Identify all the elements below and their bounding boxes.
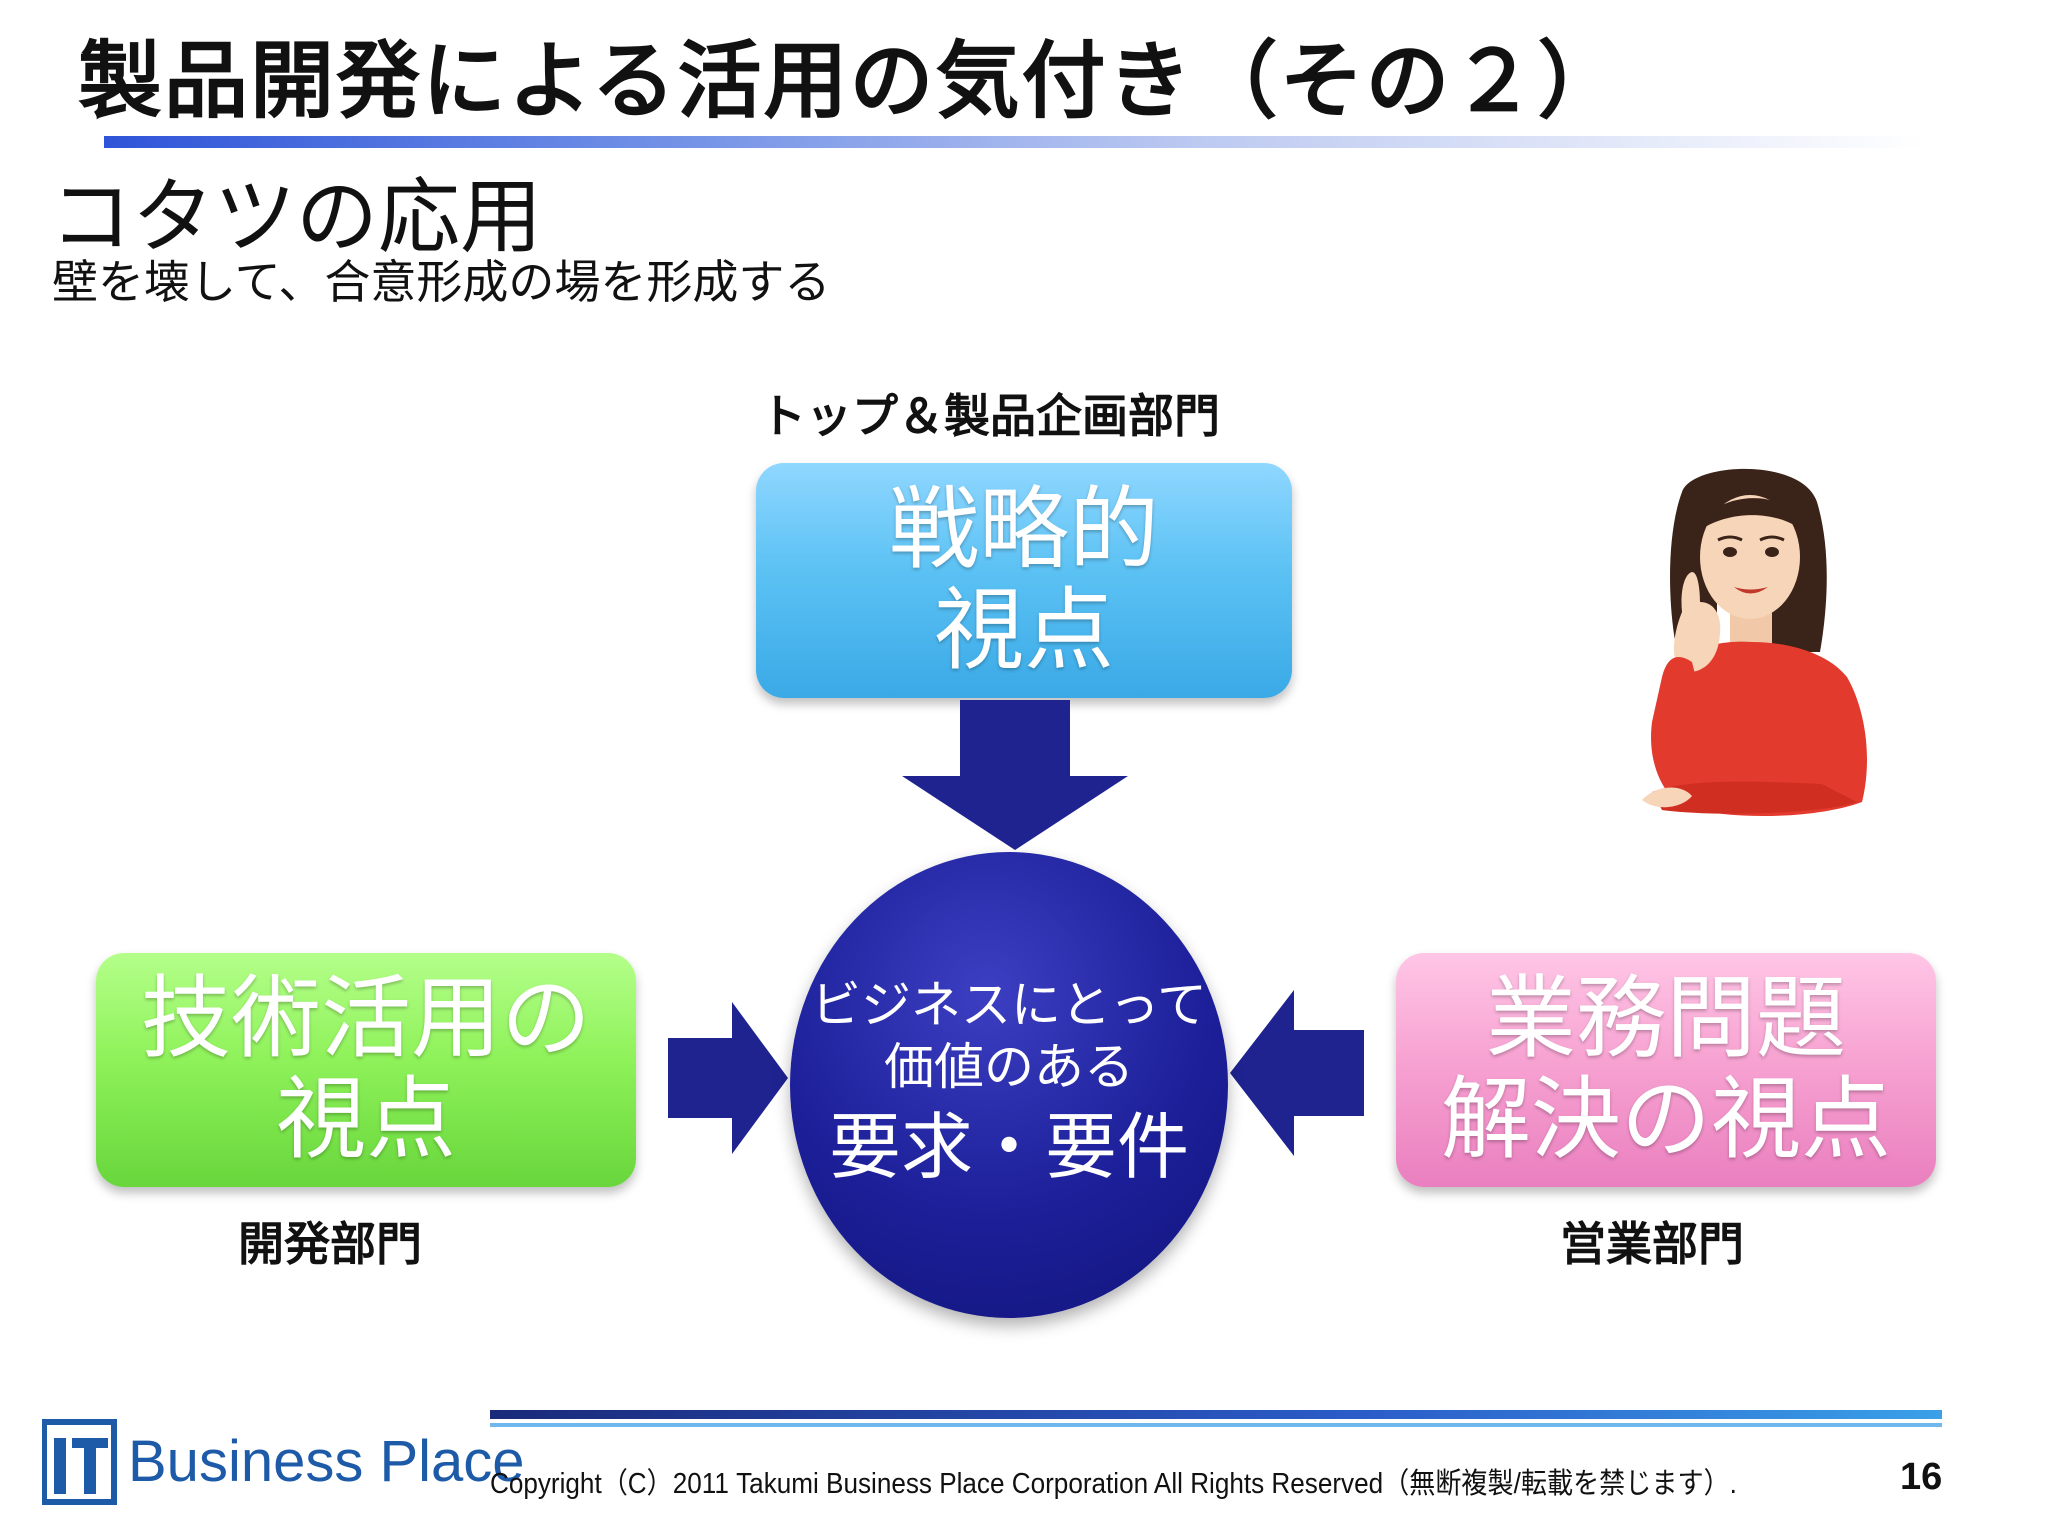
down-arrow-icon	[902, 700, 1128, 850]
it-business-place-logo	[42, 1419, 117, 1505]
logo-text: Business Place	[128, 1429, 525, 1494]
business-view-line1: 業務問題	[1486, 966, 1846, 1072]
center-line3: 要求・要件	[828, 1104, 1189, 1189]
top-dept-label: トップ＆製品企画部門	[760, 389, 1220, 443]
strategic-view-line1: 戦略的	[889, 476, 1159, 582]
page-number: 16	[1900, 1456, 1943, 1498]
tech-view-box: 技術活用の 視点	[96, 953, 636, 1187]
value-requirements-circle: ビジネスにとって 価値のある 要求・要件	[790, 852, 1228, 1318]
left-dept-label: 開発部門	[238, 1217, 422, 1271]
business-view-box: 業務問題 解決の視点	[1396, 953, 1936, 1187]
footer-rule-top	[490, 1410, 1942, 1419]
strategic-view-line2: 視点	[934, 577, 1114, 683]
strategic-view-box: 戦略的 視点	[756, 463, 1292, 698]
center-line2: 価値のある	[884, 1038, 1134, 1097]
tech-view-line1: 技術活用の	[141, 966, 591, 1072]
business-view-line2: 解決の視点	[1441, 1067, 1891, 1172]
title-underline	[104, 136, 1924, 148]
tech-view-line2: 視点	[276, 1067, 456, 1172]
slide-title: 製品開発による活用の気付き（その２）	[78, 32, 1624, 130]
left-arrow-icon	[1230, 990, 1364, 1156]
center-line1: ビジネスにとって	[811, 975, 1207, 1034]
right-dept-label: 営業部門	[1560, 1217, 1744, 1271]
presenter-woman-illustration	[1642, 468, 1867, 817]
right-arrow-icon	[668, 1002, 788, 1154]
copyright-notice: Copyright（C）2011 Takumi Business Place C…	[490, 1468, 1737, 1500]
section-subheading: 壁を壊して、合意形成の場を形成する	[52, 255, 831, 309]
footer-rule-bottom	[490, 1423, 1942, 1427]
section-heading: コタツの応用	[50, 170, 543, 265]
